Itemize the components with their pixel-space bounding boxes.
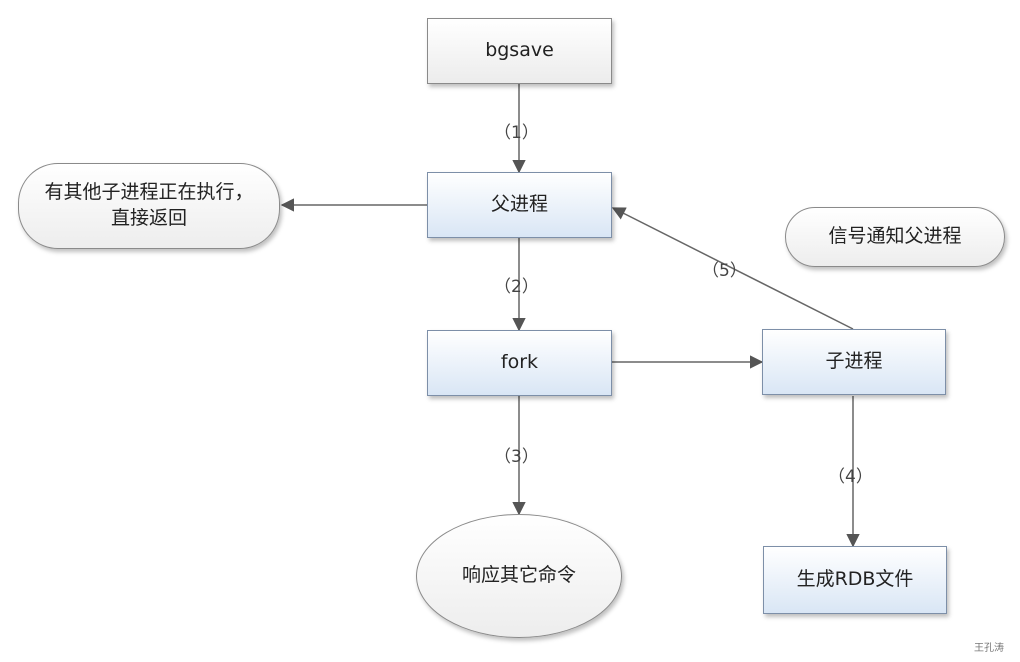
edge-child-to-parent <box>611 207 854 330</box>
step-4-label: （4） <box>828 467 873 487</box>
step-1-label: （1） <box>494 123 539 143</box>
generate-rdb-node: 生成RDB文件 <box>763 546 947 614</box>
step-5-label: （5） <box>702 261 747 281</box>
child-process-node: 子进程 <box>762 329 946 395</box>
other-running-label: 有其他子进程正在执行，直接返回 <box>44 181 254 229</box>
signal-note-label: 信号通知父进程 <box>828 225 962 248</box>
parent-process-node: 父进程 <box>427 172 612 238</box>
fork-label: fork <box>500 351 539 374</box>
fork-node: fork <box>427 330 612 396</box>
other-running-node: 有其他子进程正在执行，直接返回 <box>18 163 280 249</box>
child-process-label: 子进程 <box>825 350 883 373</box>
bgsave-node: bgsave <box>427 18 612 84</box>
watermark: 王孔涛 <box>974 643 1004 654</box>
parent-process-label: 父进程 <box>490 193 548 216</box>
step-2-label: （2） <box>494 277 539 297</box>
bgsave-label: bgsave <box>485 39 554 62</box>
generate-rdb-label: 生成RDB文件 <box>796 568 914 591</box>
signal-note-node: 信号通知父进程 <box>785 207 1005 267</box>
respond-other-node: 响应其它命令 <box>416 514 622 638</box>
respond-other-label: 响应其它命令 <box>461 564 576 587</box>
step-3-label: （3） <box>494 447 539 467</box>
